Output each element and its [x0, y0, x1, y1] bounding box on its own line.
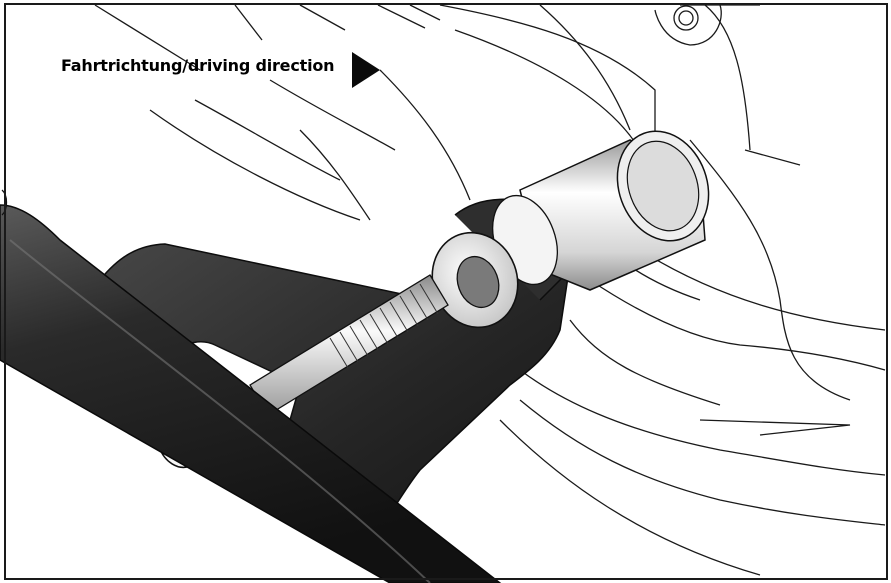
engine-casing-outline — [94, 4, 886, 576]
footpeg-bolt-sleeve — [492, 130, 710, 291]
spacer-washer — [431, 231, 519, 329]
play-triangle-icon — [352, 52, 380, 88]
driving-direction-label: Fahrtrichtung/driving direction — [61, 56, 335, 75]
